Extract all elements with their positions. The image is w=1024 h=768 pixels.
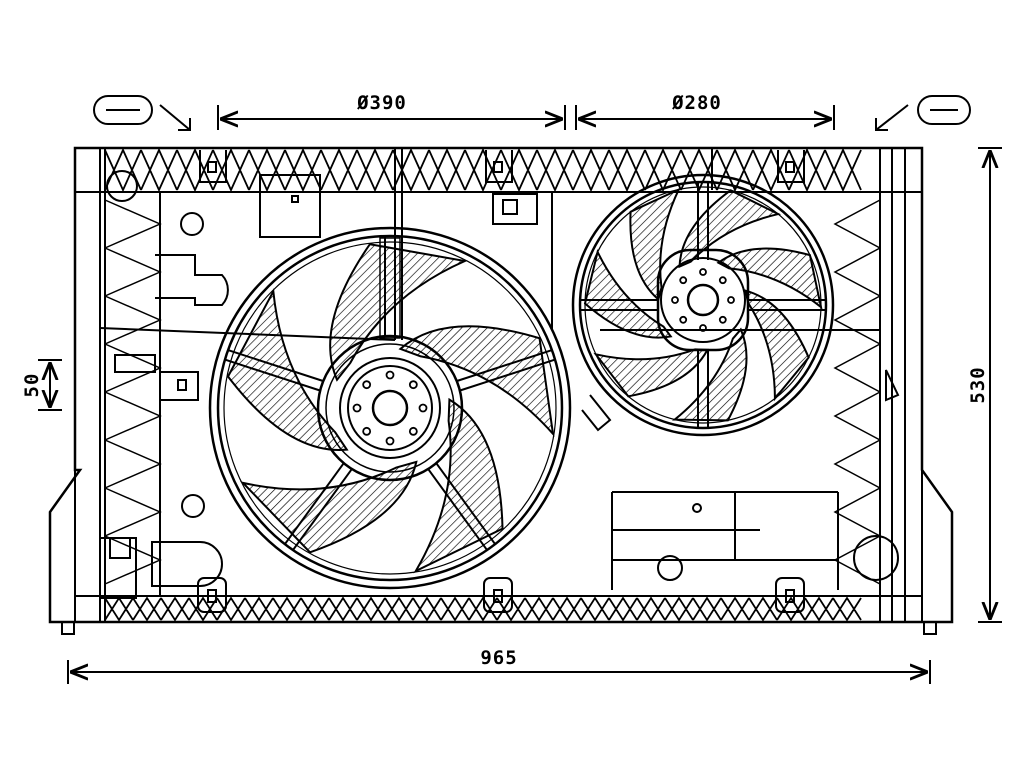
top-truss: [104, 147, 862, 193]
shroud-outline: [48, 146, 954, 624]
dimension-overall-height: [978, 147, 1002, 623]
right-truss: [833, 199, 881, 585]
large-fan-hub-bolts: [352, 370, 428, 446]
large-fan: [208, 226, 572, 590]
feet: [61, 621, 937, 635]
bottom-mount-tabs: [197, 577, 805, 613]
dimension-overall-width: [67, 660, 931, 684]
large-fan-struts: [224, 236, 556, 551]
right-connector-marker: [875, 95, 971, 131]
overall-height-label: 530: [967, 366, 989, 403]
large-fan-diameter-label: Ø390: [356, 92, 407, 114]
shroud-features: [99, 170, 900, 599]
small-fan-struts: [580, 182, 826, 428]
top-mount-tabs: [199, 150, 805, 183]
large-fan-blades: [226, 243, 555, 574]
overall-width-label: 965: [480, 647, 517, 669]
dimension-large-fan: [217, 105, 566, 130]
small-fan-hub-bolts: [671, 268, 735, 332]
left-connector-marker: [93, 95, 191, 131]
left-truss: [104, 199, 162, 585]
small-fan-diameter-label: Ø280: [671, 92, 722, 114]
mount-spacing-label: 50: [21, 373, 43, 398]
dimension-mount-spacing: [38, 359, 62, 411]
small-fan: [571, 173, 835, 437]
dimension-small-fan: [575, 105, 835, 130]
small-fan-blades: [583, 187, 823, 422]
